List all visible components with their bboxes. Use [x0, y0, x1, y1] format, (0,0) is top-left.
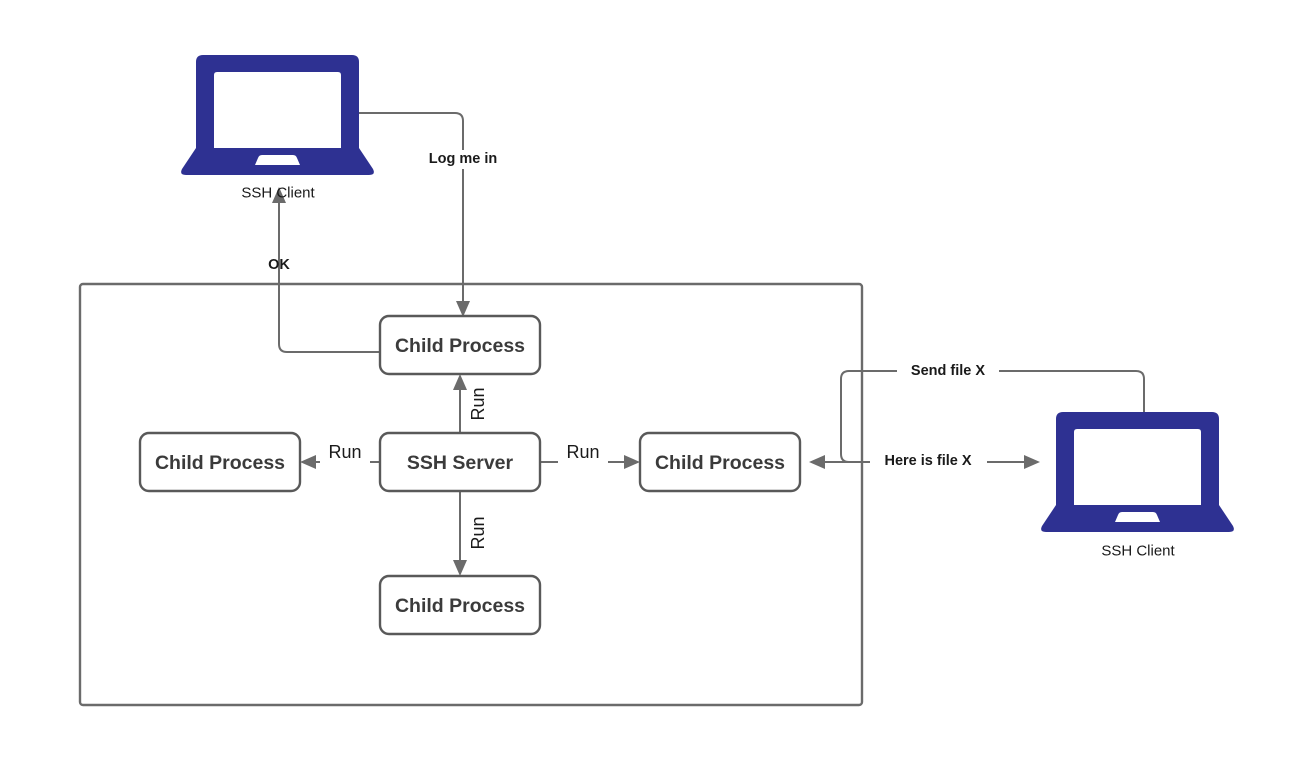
- ssh-server-rect[interactable]: [378, 431, 542, 493]
- node-child-top[interactable]: Child Process: [378, 314, 542, 376]
- child-left-label: Child Process: [155, 452, 285, 474]
- ssh-client-top[interactable]: SSH Client: [181, 55, 374, 202]
- edge-label-here-is-file-x: Here is file X: [870, 452, 987, 470]
- child-left-rect[interactable]: [138, 431, 302, 493]
- edge-label-run-down: Run: [468, 516, 488, 549]
- child-bottom-label: Child Process: [395, 595, 525, 617]
- ok-text: OK: [268, 257, 290, 273]
- edge-ok: [272, 187, 380, 353]
- here-is-file-x-text: Here is file X: [884, 453, 971, 469]
- laptop-icon: [1041, 412, 1234, 532]
- child-right-rect[interactable]: [638, 431, 802, 493]
- edge-label-run-up: Run: [468, 387, 488, 420]
- server-boundary: [78, 282, 864, 707]
- ssh-server-label: SSH Server: [407, 452, 514, 474]
- edge-label-ok: OK: [268, 257, 290, 273]
- run-left-text: Run: [328, 442, 361, 462]
- edge-log-me-in: [357, 112, 470, 317]
- edge-label-run-left: Run: [320, 441, 370, 463]
- child-right-label: Child Process: [655, 452, 785, 474]
- child-top-label: Child Process: [395, 335, 525, 357]
- node-child-bottom[interactable]: Child Process: [378, 574, 542, 636]
- edge-label-send-file-x: Send file X: [897, 362, 999, 380]
- laptop-icon: [181, 55, 374, 175]
- edge-label-log-me-in: Log me in: [411, 150, 515, 169]
- run-down-text: Run: [468, 516, 488, 549]
- run-up-text: Run: [468, 387, 488, 420]
- child-bottom-rect[interactable]: [378, 574, 542, 636]
- ssh-client-top-label: SSH Client: [241, 185, 315, 202]
- log-me-in-text: Log me in: [429, 151, 497, 167]
- node-ssh-server[interactable]: SSH Server: [378, 431, 542, 493]
- node-child-left[interactable]: Child Process: [138, 431, 302, 493]
- edge-send-file-x: [818, 370, 1145, 463]
- child-top-rect[interactable]: [378, 314, 542, 376]
- edge-run-up: [453, 374, 467, 433]
- run-right-text: Run: [566, 442, 599, 462]
- ssh-client-right[interactable]: SSH Client: [1041, 412, 1234, 560]
- edge-run-down: [453, 491, 467, 576]
- node-child-right[interactable]: Child Process: [638, 431, 802, 493]
- send-file-x-text: Send file X: [911, 363, 985, 379]
- ssh-client-right-label: SSH Client: [1101, 543, 1175, 560]
- edge-label-run-right: Run: [558, 441, 608, 463]
